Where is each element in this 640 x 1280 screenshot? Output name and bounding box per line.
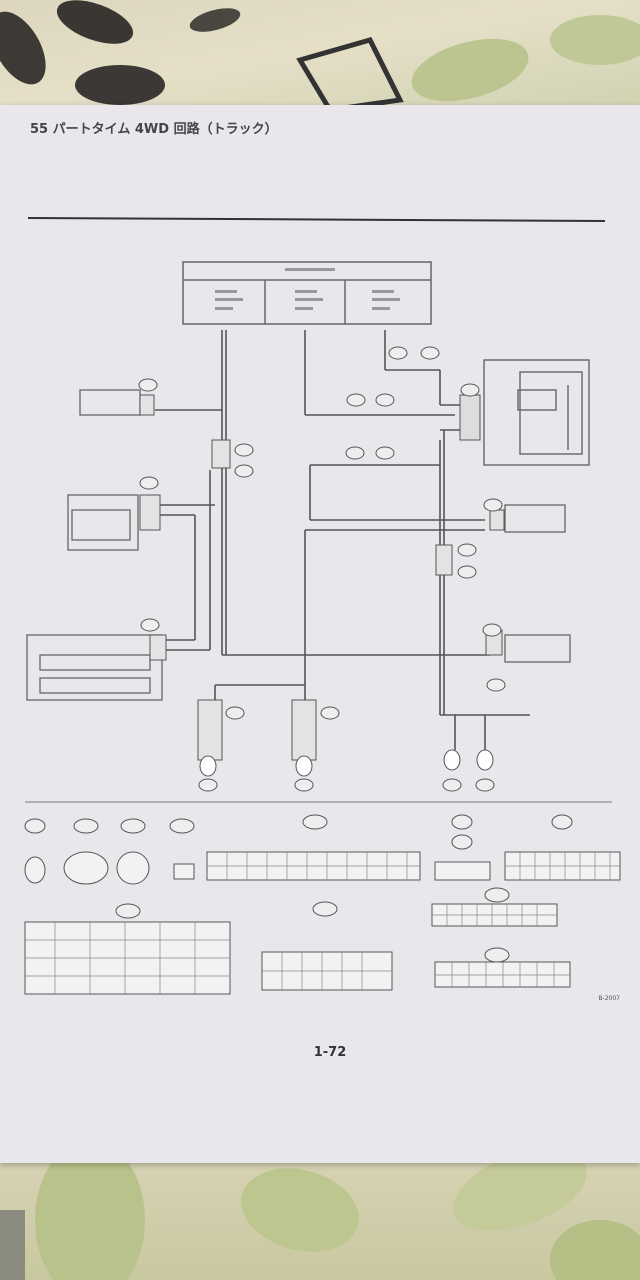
left-relay xyxy=(67,494,139,551)
transfer-actuator-box xyxy=(483,359,590,466)
pinout-callouts xyxy=(24,814,573,963)
fabric-background-top xyxy=(0,0,640,115)
leaf-pattern-top xyxy=(0,0,640,113)
connector-shapes xyxy=(24,851,621,995)
control-unit-text-marks xyxy=(215,268,400,310)
ground-symbols xyxy=(199,749,494,777)
connector-callouts xyxy=(138,346,506,792)
page-number: 1-72 xyxy=(313,1045,347,1060)
left-indicator-box xyxy=(26,634,163,701)
connector-block-right xyxy=(459,394,481,441)
title-rule xyxy=(27,217,606,222)
inline-connectors xyxy=(139,394,505,761)
page-title: 55 パートタイム 4WD 回路（トラック） xyxy=(30,122,278,137)
right-switch-low xyxy=(504,634,571,663)
fabric-background-bottom xyxy=(0,1140,640,1280)
control-unit-box xyxy=(182,261,432,325)
figure-code: B-2007 xyxy=(598,995,620,1002)
left-switch-top xyxy=(79,389,141,416)
right-switch-mid xyxy=(504,504,566,533)
wires xyxy=(155,330,530,750)
pin-grids xyxy=(25,852,620,994)
leaf-pattern-bottom xyxy=(0,1140,640,1280)
